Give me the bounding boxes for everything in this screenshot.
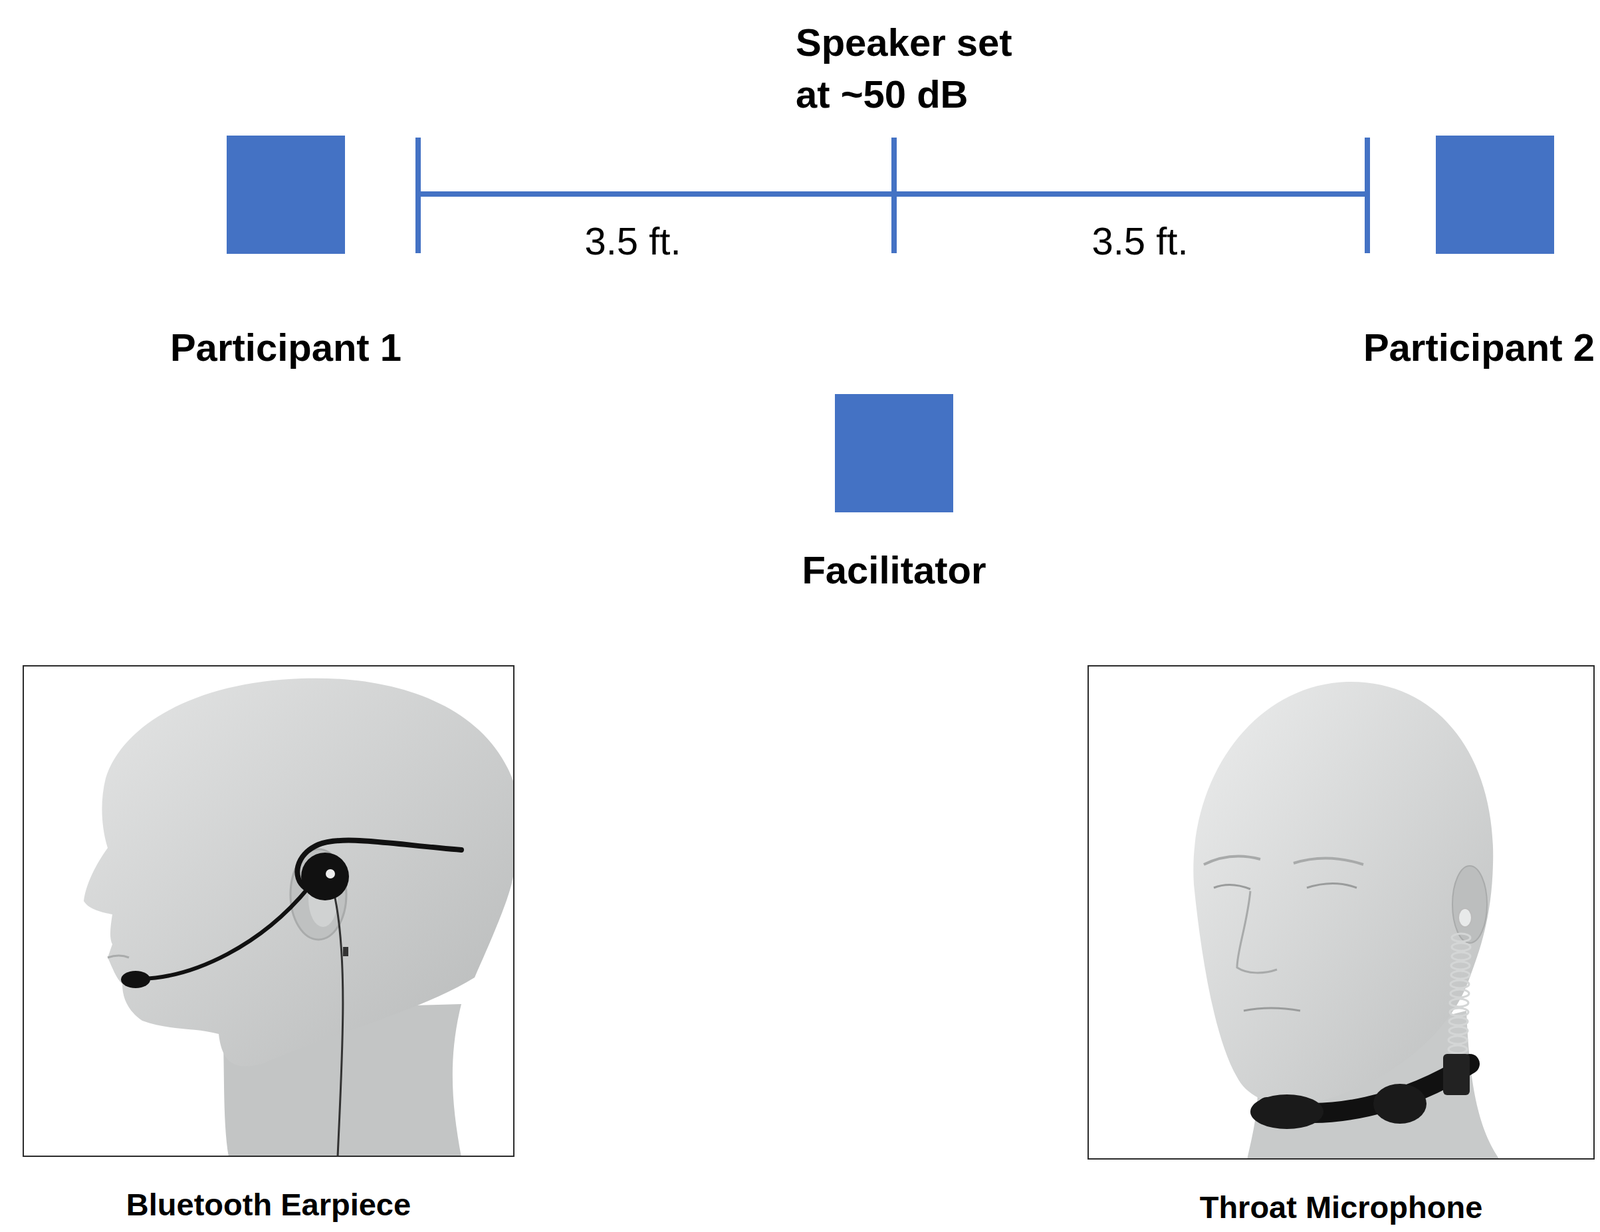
- mannequin-lips: [107, 955, 129, 958]
- position-label: Participant 2: [1363, 324, 1595, 371]
- cable-clip: [342, 947, 349, 957]
- text-holder: Participant 1: [170, 324, 402, 371]
- mannequin-head: [1193, 682, 1493, 1106]
- earpiece-logo: [325, 869, 336, 879]
- throat-mic-illustration: [1087, 665, 1595, 1160]
- mannequin-eye: [1213, 884, 1251, 890]
- earpiece-pod: [301, 852, 349, 901]
- distance-label: 3.5 ft.: [1091, 218, 1188, 265]
- facilitator-square: Facilitator: [834, 394, 954, 513]
- mannequin-brow: [1293, 858, 1364, 865]
- text-holder: Throat Microphone: [1199, 1190, 1484, 1226]
- mannequin-ear: [1452, 866, 1487, 944]
- transducer: [1250, 1094, 1324, 1130]
- label-holder: 3.5 ft.: [1091, 218, 1188, 265]
- mannequin-nose: [1237, 891, 1277, 974]
- label-holder: Speaker set at ~50 dB: [795, 16, 1026, 121]
- transducer: [1373, 1084, 1427, 1125]
- text-holder: Bluetooth Earpiece: [126, 1187, 411, 1223]
- earpiece-illustration: [22, 665, 515, 1158]
- dimension-tick: [415, 137, 421, 254]
- strap-buckle: [1443, 1054, 1470, 1096]
- photo-caption: Bluetooth Earpiece: [126, 1187, 411, 1223]
- text-holder: Participant 2: [1363, 324, 1595, 371]
- position-label: Participant 1: [170, 324, 402, 371]
- earbud: [1458, 908, 1472, 928]
- label-holder: 3.5 ft.: [584, 218, 681, 265]
- dimension-tick: [891, 137, 897, 254]
- photo-frame: Throat Microphone: [1087, 665, 1595, 1160]
- mannequin-brow: [1203, 856, 1261, 866]
- photo-caption: Throat Microphone: [1199, 1190, 1484, 1226]
- participant-square: Participant 1: [226, 135, 345, 254]
- coiled-tube: [1448, 933, 1471, 1054]
- mannequin-head: [83, 678, 515, 1067]
- mannequin-eye: [1306, 884, 1357, 889]
- photo-frame: Bluetooth Earpiece: [22, 665, 515, 1158]
- participant-square: Participant 2: [1435, 135, 1555, 254]
- speaker-note: Speaker set at ~50 dB: [795, 16, 1026, 121]
- mannequin-mouth: [1243, 1008, 1301, 1012]
- boom-mic-arm: [140, 888, 309, 980]
- dimension-tick: [1364, 137, 1371, 254]
- text-holder: Facilitator: [801, 547, 986, 594]
- distance-label: 3.5 ft.: [584, 218, 681, 265]
- earpiece-cable: [335, 898, 343, 1158]
- position-label: Facilitator: [801, 547, 986, 594]
- mic-capsule: [120, 971, 151, 989]
